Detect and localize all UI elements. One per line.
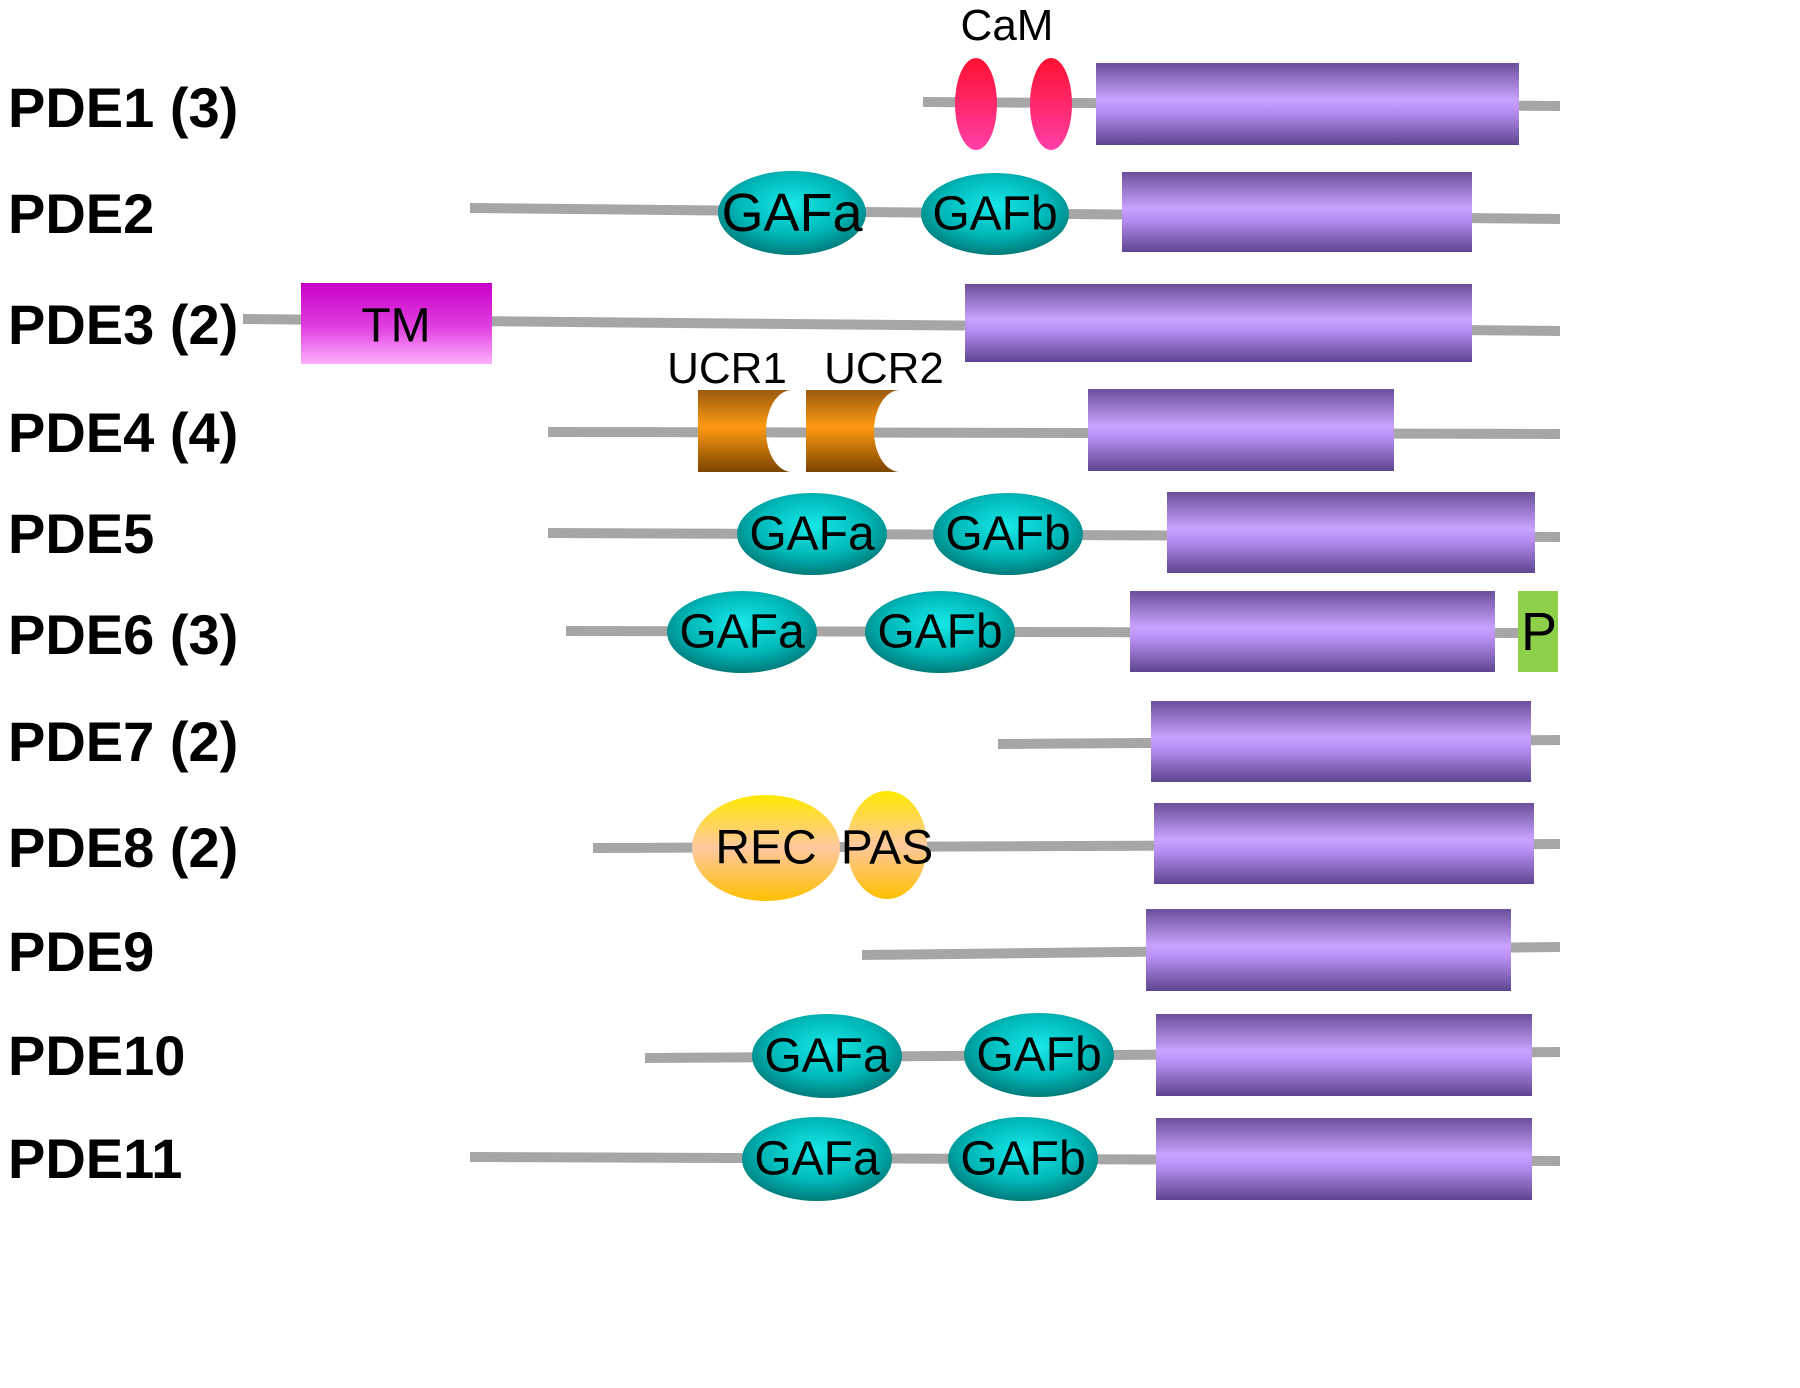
row-pde6: GAFa GAFb P — [565, 591, 1558, 673]
rec-domain — [692, 795, 840, 901]
row-pde10: GAFa GAFb — [644, 1013, 1561, 1098]
p-label: P — [1521, 602, 1557, 662]
family-label-pde6: PDE6 (3) — [8, 603, 238, 666]
catalytic-domain — [1151, 701, 1531, 782]
family-label-pde1: PDE1 (3) — [8, 76, 238, 139]
family-label-pde2: PDE2 — [8, 182, 154, 245]
gafa-label: GAFa — [764, 1030, 890, 1083]
catalytic-domain — [1088, 389, 1394, 471]
gafb-label: GAFb — [877, 606, 1002, 659]
gafa-domain — [737, 493, 887, 575]
cam-domain — [1030, 58, 1072, 150]
catalytic-domain — [1156, 1014, 1532, 1096]
family-label-pde7: PDE7 (2) — [8, 710, 238, 773]
gafb-label: GAFb — [932, 188, 1057, 241]
rec-label: REC — [715, 822, 816, 875]
family-label-pde5: PDE5 — [8, 502, 154, 565]
gafb-domain — [921, 173, 1069, 255]
family-label-pde3: PDE3 (2) — [8, 293, 238, 356]
p-domain — [1518, 591, 1558, 672]
gafb-domain — [948, 1117, 1098, 1201]
row-pde5: GAFa GAFb — [547, 492, 1561, 575]
family-label-pde10: PDE10 — [8, 1024, 185, 1087]
ucr2-label: UCR2 — [824, 344, 944, 393]
gafa-domain — [667, 591, 817, 673]
row-pde11: GAFa GAFb — [469, 1117, 1561, 1201]
catalytic-domain — [1096, 63, 1519, 145]
row-pde1: CaM — [922, 1, 1561, 150]
gafb-domain — [964, 1013, 1114, 1097]
row-pde3: TM — [242, 283, 1561, 364]
gafa-domain — [718, 171, 866, 255]
ucr1-label: UCR1 — [667, 344, 787, 393]
family-label-pde4: PDE4 (4) — [8, 401, 238, 464]
row-pde2: GAFa GAFb — [469, 171, 1561, 255]
catalytic-domain — [1130, 591, 1495, 672]
gafb-label: GAFb — [945, 508, 1070, 561]
catalytic-domain — [965, 284, 1472, 362]
pas-label: PAS — [841, 822, 933, 875]
row-pde8: REC PAS — [592, 791, 1561, 901]
pas-domain — [847, 791, 927, 899]
cam-label: CaM — [961, 1, 1054, 50]
ucr2-domain — [806, 390, 900, 472]
gafa-domain — [742, 1117, 892, 1201]
gafb-domain — [865, 591, 1015, 673]
tm-domain — [301, 283, 492, 364]
gafb-label: GAFb — [960, 1133, 1085, 1186]
row-pde4: UCR1 UCR2 — [547, 344, 1561, 472]
catalytic-domain — [1154, 803, 1534, 884]
gafb-label: GAFb — [976, 1029, 1101, 1082]
gafa-label: GAFa — [749, 508, 875, 561]
family-label-pde8: PDE8 (2) — [8, 816, 238, 879]
catalytic-domain — [1156, 1118, 1532, 1200]
family-label-pde9: PDE9 — [8, 920, 154, 983]
gafa-label: GAFa — [679, 606, 805, 659]
family-label-pde11: PDE11 — [8, 1127, 182, 1190]
catalytic-domain — [1122, 172, 1472, 252]
ucr1-domain — [698, 390, 792, 472]
row-pde7 — [997, 701, 1561, 782]
gafa-domain — [752, 1014, 902, 1098]
cam-domain — [955, 58, 997, 150]
catalytic-domain — [1146, 909, 1511, 991]
tm-label: TM — [361, 300, 430, 353]
row-pde9 — [861, 909, 1561, 991]
gafa-label: GAFa — [754, 1133, 880, 1186]
gafb-domain — [933, 493, 1083, 575]
gafa-label: GAFa — [721, 183, 863, 243]
catalytic-domain — [1167, 492, 1535, 573]
